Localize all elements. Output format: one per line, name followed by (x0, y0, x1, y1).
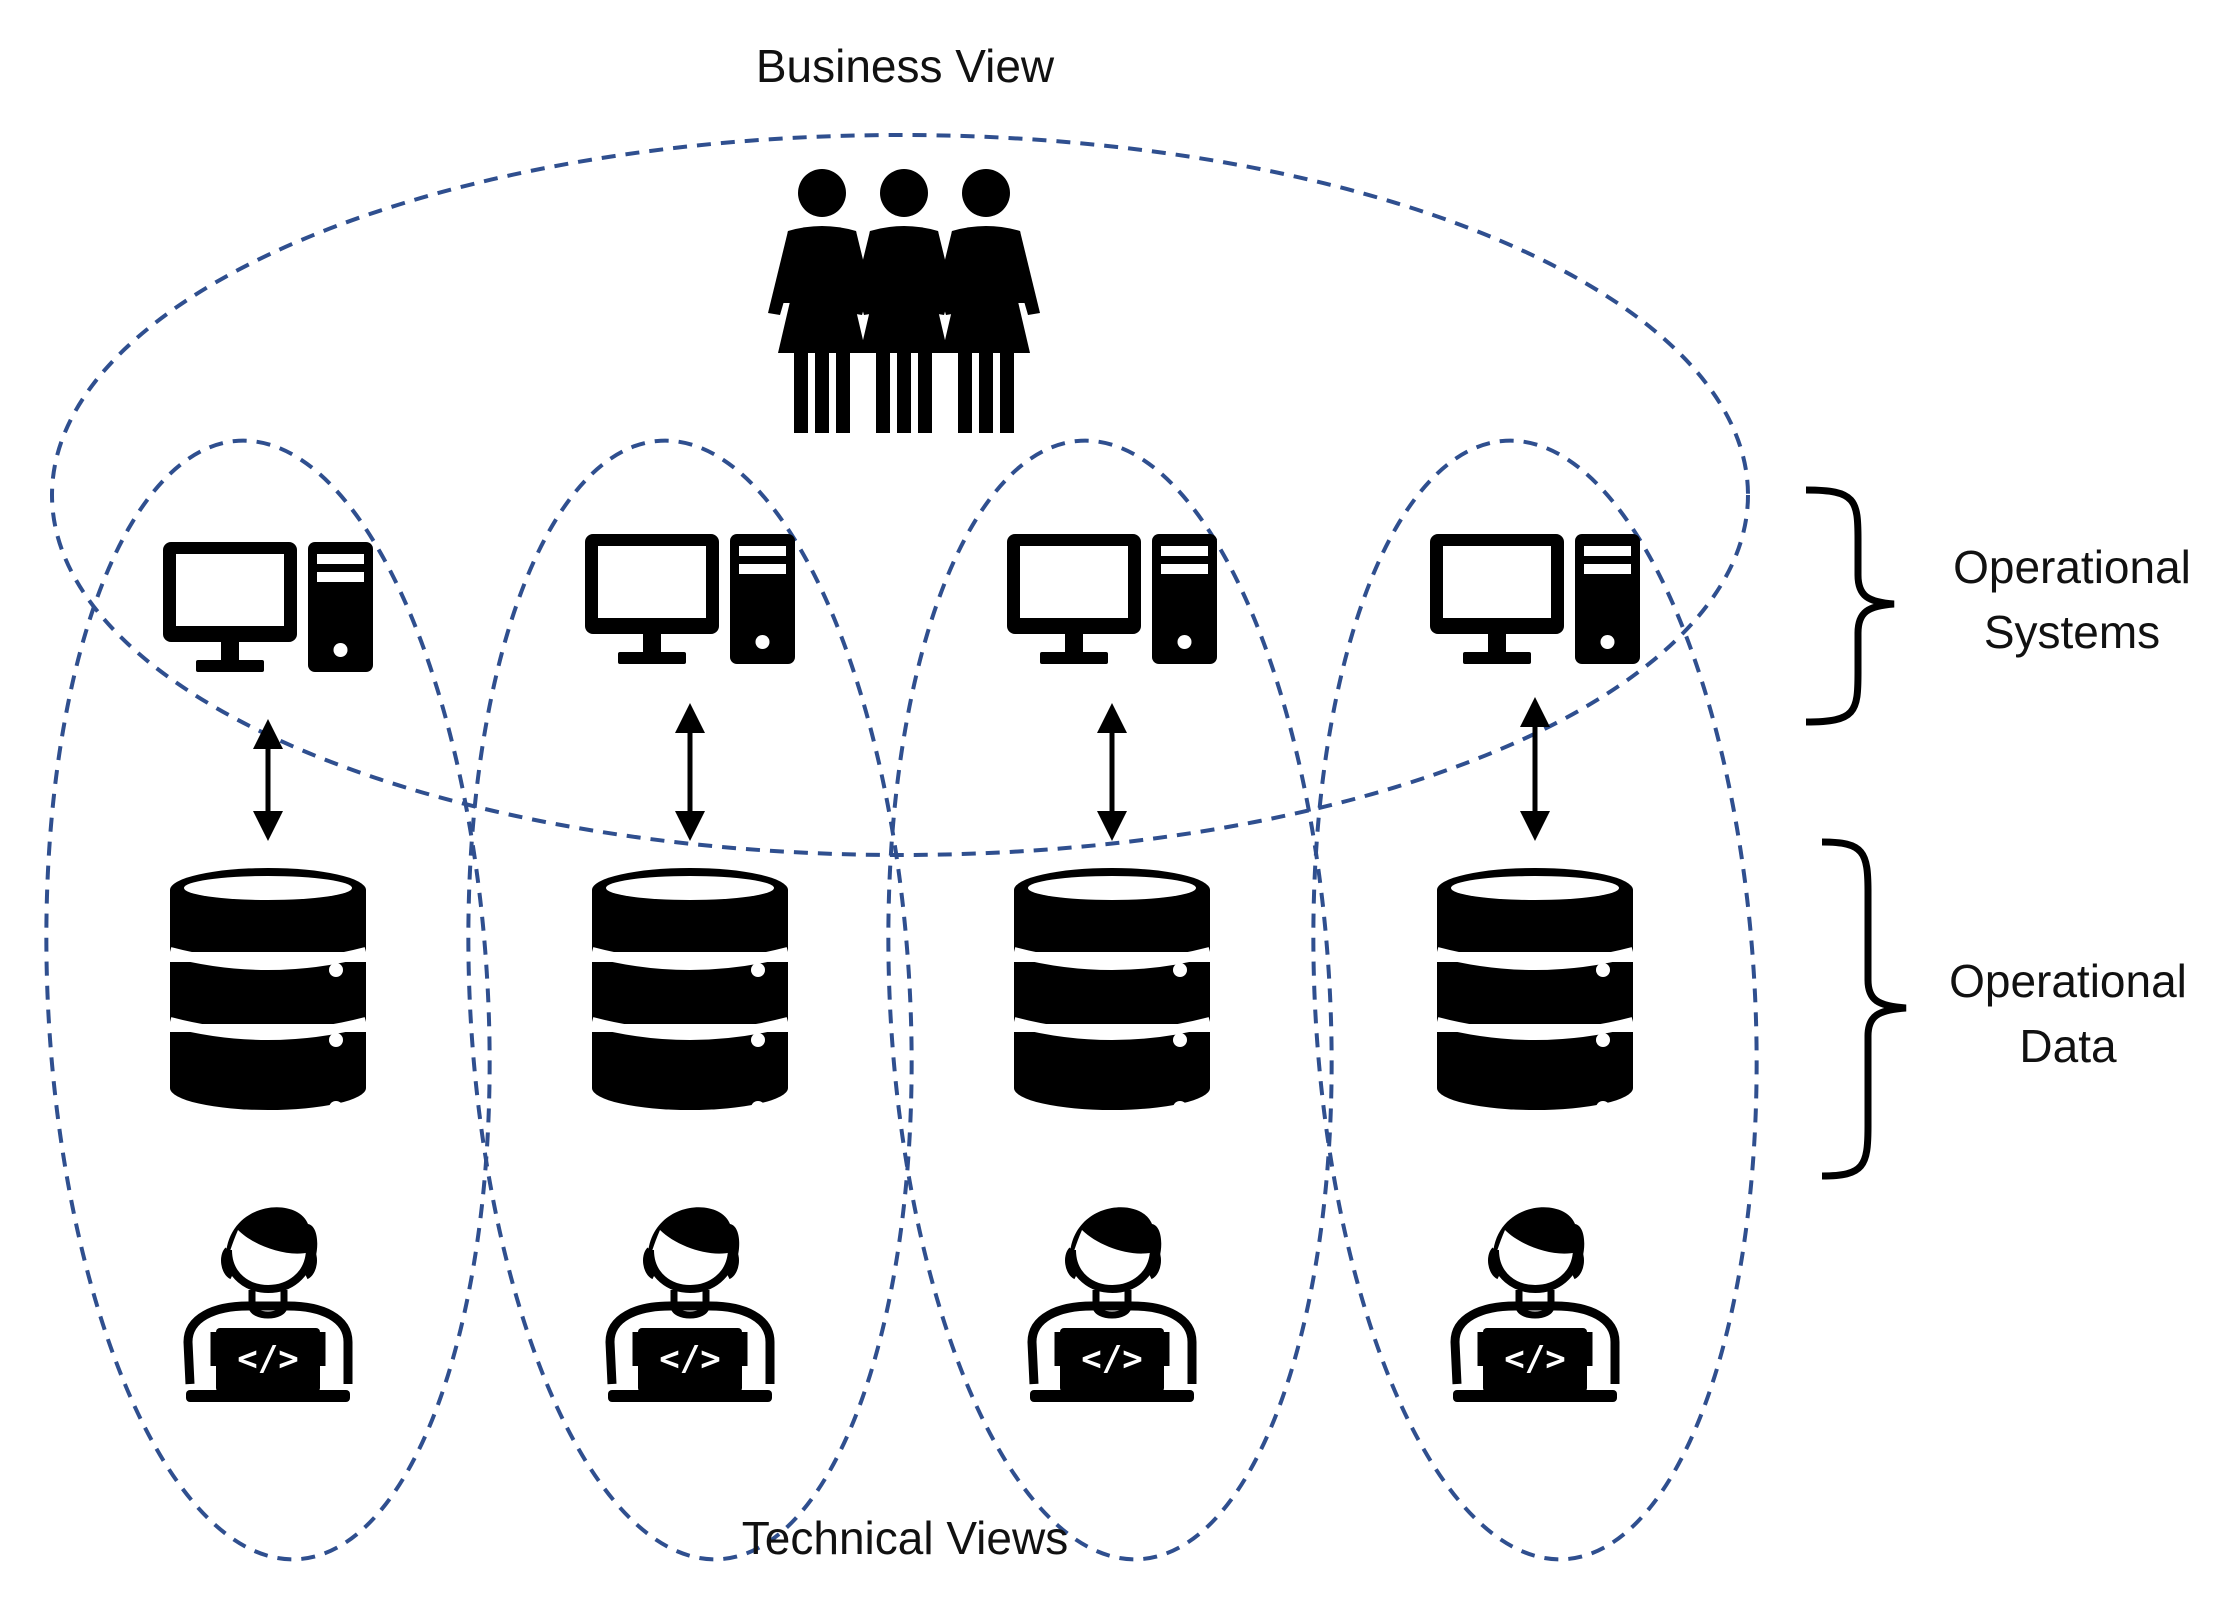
operational-data-label-line2: Data (2019, 1020, 2117, 1072)
business-view-label: Business View (756, 40, 1055, 92)
operational-data-brace (1821, 838, 1907, 1180)
desktop-computer-icon (585, 534, 795, 664)
technical-view-outline (886, 438, 1334, 1562)
technical-view-outline (466, 438, 914, 1562)
business-view-outline (50, 133, 1750, 857)
operational-data-label-line1: Operational (1949, 955, 2187, 1007)
desktop-computer-icon (1007, 534, 1217, 664)
developer-laptop-icon (1453, 1207, 1617, 1402)
operational-systems-label-line1: Operational (1953, 541, 2191, 593)
operational-systems-brace (1805, 486, 1895, 726)
desktop-computer-icon (163, 542, 373, 672)
business-people-group-icon (768, 169, 1040, 433)
database-icon (592, 868, 788, 1115)
desktop-computer-icon (1430, 534, 1640, 664)
operational-systems-label-line2: Systems (1984, 606, 2160, 658)
technical-view-outline (1311, 438, 1759, 1562)
database-icon (170, 868, 366, 1115)
technical-view-outline (44, 438, 492, 1562)
developer-laptop-icon (186, 1207, 350, 1402)
developer-laptop-icon (1030, 1207, 1194, 1402)
database-icon (1437, 868, 1633, 1115)
developer-laptop-icon (608, 1207, 772, 1402)
technical-views-label: Technical Views (742, 1512, 1068, 1564)
database-icon (1014, 868, 1210, 1115)
